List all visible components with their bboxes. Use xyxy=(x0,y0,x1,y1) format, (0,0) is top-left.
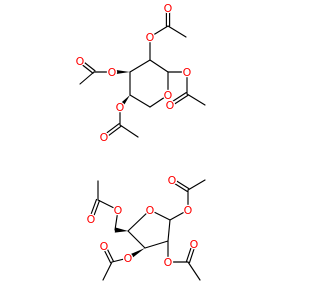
ring1-oxygen: O xyxy=(164,89,173,102)
ring2-bond xyxy=(167,219,171,242)
acetoxy-f3-ester-oxygen-bg xyxy=(122,252,134,264)
acetoxy-f1-ester-oxygen: O xyxy=(184,204,193,217)
acetoxy-f1-carbonyl-oxygen-bg xyxy=(166,174,178,186)
acetoxy-c2-ester-oxygen-bg xyxy=(144,31,156,43)
acetoxy-c4-ester-oxygen-bg xyxy=(114,101,126,113)
acetoxy-c2-carbonyl-oxygen-bg xyxy=(162,2,174,14)
acetoxy-c2-ester-oxygen: O xyxy=(146,31,155,44)
ring1-bond xyxy=(129,94,151,108)
acetoxy-c3-carbonyl-oxygen-bg xyxy=(74,55,86,67)
ring2-bond xyxy=(127,230,146,249)
acetoxy-f2-methyl-bond xyxy=(187,261,201,281)
acetoxy-f5-ester-oxygen-bg xyxy=(112,204,124,216)
acetoxy-f3-methyl-bond xyxy=(102,261,113,281)
acetoxy-f5-carbonyl-oxygen-bg xyxy=(85,213,97,225)
acetoxy-c3-ester-oxygen: O xyxy=(108,66,117,79)
acetoxy-f3-carbonyl-oxygen-bg xyxy=(98,240,110,252)
acetoxy-c1-ester-oxygen: O xyxy=(183,66,192,79)
acetoxy-f2-carbonyl-oxygen: O xyxy=(190,238,199,251)
bonds-layer xyxy=(78,7,206,281)
acetoxy-c1-carbonyl-oxygen-bg xyxy=(164,99,176,111)
acetoxy-f2-carbonyl-oxygen-bg xyxy=(188,238,200,250)
ring1-oxygen-bg xyxy=(162,89,174,101)
acetoxy-c4-ester-oxygen: O xyxy=(116,101,125,114)
acetoxy-c1-ester-oxygen-bg xyxy=(181,66,193,78)
acetoxy-f3-carbonyl-oxygen: O xyxy=(100,240,109,253)
acetoxy-c4-carbonyl-oxygen: O xyxy=(100,131,109,144)
acetoxy-f1-carbonyl-oxygen: O xyxy=(168,174,177,187)
acetoxy-f1-methyl-bond xyxy=(187,179,206,191)
ring1-bond xyxy=(149,59,169,73)
acetoxy-c3-methyl-bond xyxy=(79,71,95,85)
acetoxy-c2-carbonyl-oxygen: O xyxy=(164,2,173,15)
ring1-bond xyxy=(129,59,151,73)
acetoxy-c2-methyl-bond xyxy=(167,25,187,38)
acetoxy-c4-methyl-bond xyxy=(119,124,139,138)
acetoxy-c4-carbonyl-oxygen-bg xyxy=(98,131,110,143)
acetoxy-c3-ester-oxygen-bg xyxy=(106,66,118,78)
acetoxy-c3-carbonyl-oxygen: O xyxy=(76,55,85,68)
acetoxy-f2-ester-oxygen: O xyxy=(164,256,173,269)
ring2-oxygen: O xyxy=(146,204,155,217)
acetoxy-f1-ester-oxygen-bg xyxy=(182,204,194,216)
acetoxy-f3-ester-oxygen: O xyxy=(124,252,133,265)
ring2-bond xyxy=(144,240,169,249)
acetoxy-f2-ester-oxygen-bg xyxy=(162,256,174,268)
acetoxy-c1-methyl-bond xyxy=(186,93,206,106)
acetoxy-f5-ester-oxygen: O xyxy=(114,204,123,217)
ring2-oxygen-bg xyxy=(144,204,156,216)
ch2-wedge-bond xyxy=(114,227,128,233)
acetoxy-f5-carbonyl-oxygen: O xyxy=(87,213,96,226)
acetoxy-c1-carbonyl-oxygen: O xyxy=(166,99,175,112)
